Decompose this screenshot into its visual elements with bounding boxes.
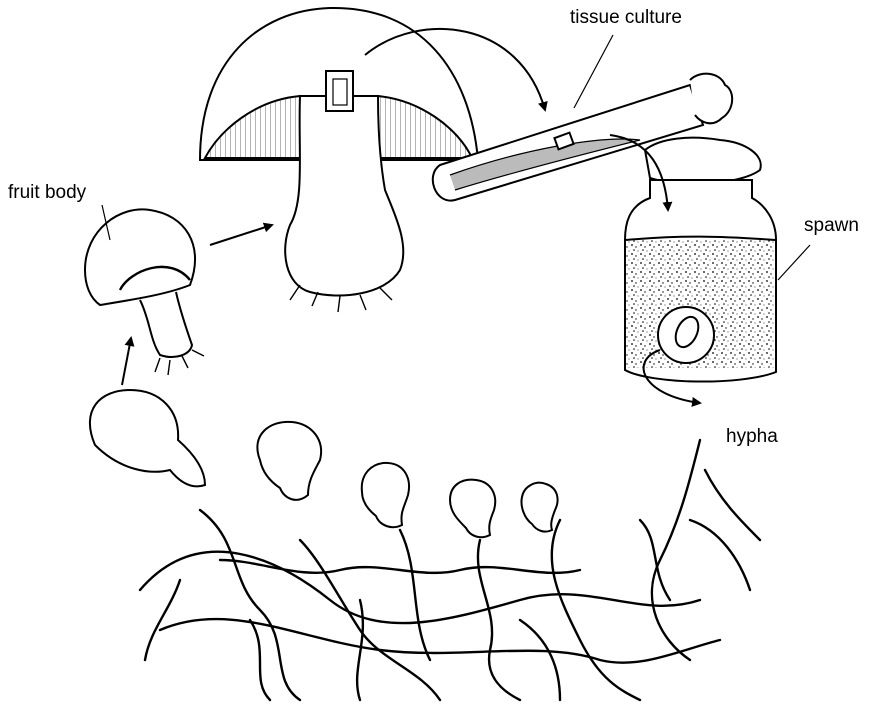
fruit-body-label: fruit body <box>8 183 86 202</box>
mature-mushroom-icon <box>200 8 478 312</box>
young-mushroom-icon <box>85 209 204 375</box>
spawn-label: spawn <box>804 216 859 235</box>
spawn-jar-icon <box>625 138 776 382</box>
arrow-fruit-body-to-mushroom <box>210 225 272 245</box>
tissue-culture-label: tissue culture <box>570 8 682 27</box>
mycelium-network-icon <box>90 390 760 700</box>
hypha-label: hypha <box>726 427 778 446</box>
arrow-mycelium-to-fruit-body <box>122 338 131 385</box>
